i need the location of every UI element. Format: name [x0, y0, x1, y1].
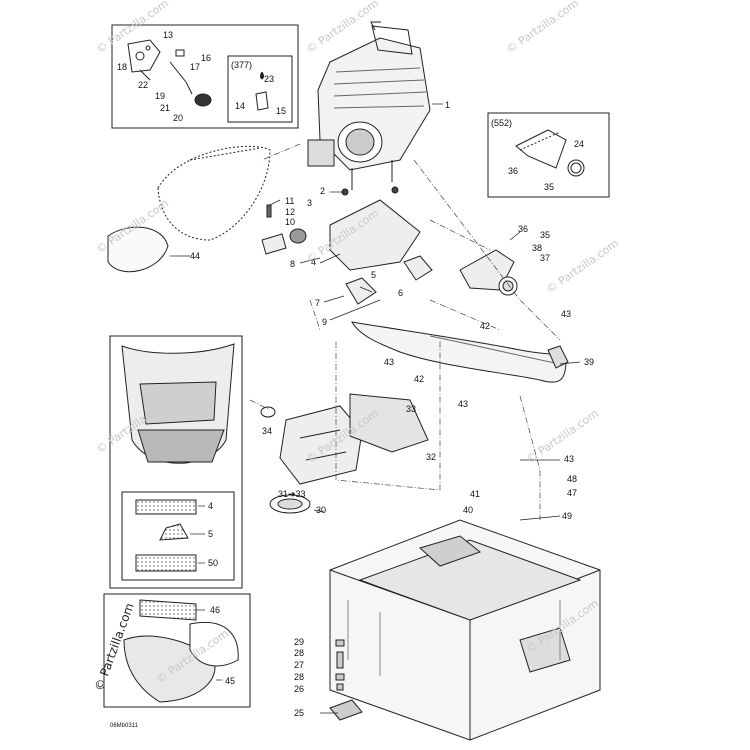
callout-5: 5: [371, 270, 377, 280]
callout-36: 36: [518, 224, 529, 234]
callout-1: 1: [445, 100, 451, 110]
callout-42-upper: 42: [480, 321, 491, 331]
inset-552-title: (552): [491, 118, 513, 128]
hood-illustration: [121, 343, 235, 464]
inset-box-hood: [109, 335, 243, 589]
callout-23: 23: [264, 74, 275, 84]
legend-swatch-5: [159, 523, 189, 541]
callout-30: 30: [316, 505, 327, 515]
callout-32: 32: [426, 452, 437, 462]
callout-35: 35: [540, 230, 551, 240]
callout-16: 16: [201, 53, 212, 63]
inset-552-rubber-mount: [515, 129, 585, 177]
inset-box-top-left: [111, 24, 299, 129]
callout-43-mid: 43: [384, 357, 395, 367]
callout-44: 44: [190, 251, 201, 261]
callout-18: 18: [117, 62, 128, 72]
inset-box-377: [227, 55, 293, 123]
callout-46: 46: [210, 605, 221, 615]
callout-43-right: 43: [564, 454, 575, 464]
callout-24: 24: [574, 139, 585, 149]
inset-377-part: [255, 71, 269, 111]
exhaust-rubber-mount: [459, 249, 518, 296]
callout-4: 4: [311, 257, 317, 267]
air-filter-pad: [107, 226, 169, 273]
callout-15: 15: [276, 106, 287, 116]
assembly-lines: [249, 143, 561, 520]
callout-37: 37: [540, 253, 551, 263]
belly-pan-parts: [123, 599, 239, 703]
callout-8: 8: [290, 259, 296, 269]
callout-7: 7: [315, 298, 321, 308]
callout-41: 41: [470, 489, 481, 499]
callout-22: 22: [138, 80, 149, 90]
inset-377-title: (377): [231, 60, 253, 70]
inset-box-bottom-left: [103, 593, 251, 708]
engine-mounts: [261, 186, 433, 305]
legend-label-5: 5: [208, 529, 214, 539]
callout-28-lower: 28: [294, 672, 305, 682]
drawing-code: 06Mb0311: [110, 723, 138, 729]
exhaust-spring-stack: [329, 639, 363, 721]
callout-11: 11: [285, 196, 295, 206]
callout-21: 21: [160, 103, 171, 113]
callout-10: 10: [285, 217, 296, 227]
callout-28-upper: 28: [294, 648, 305, 658]
callout-2: 2: [320, 186, 326, 196]
callout-48: 48: [567, 474, 578, 484]
callout-26: 26: [294, 684, 305, 694]
callout-3: 3: [307, 198, 313, 208]
inset-box-legend: [121, 491, 235, 581]
air-intake-silencer: [157, 145, 271, 241]
callout-9: 9: [322, 317, 328, 327]
callout-42-mid: 42: [414, 374, 425, 384]
callout-35-inset: 35: [544, 182, 555, 192]
callout-45: 45: [225, 676, 236, 686]
leader-lines: [170, 103, 581, 714]
legend-label-50: 50: [208, 558, 219, 568]
callout-19: 19: [155, 91, 166, 101]
callout-39: 39: [584, 357, 595, 367]
callout-17: 17: [190, 62, 201, 72]
engine-block: [307, 21, 431, 190]
legend-swatch-4: [135, 499, 197, 515]
callout-27: 27: [294, 660, 305, 670]
callout-12: 12: [285, 207, 296, 217]
inset-cable-bracket: [127, 39, 212, 107]
callout-38: 38: [532, 243, 543, 253]
muffler: [260, 393, 429, 514]
callout-29: 29: [294, 637, 305, 647]
callout-49: 49: [562, 511, 573, 521]
callout-40: 40: [463, 505, 474, 515]
callout-47: 47: [567, 488, 578, 498]
callout-6: 6: [398, 288, 404, 298]
callout-33: 33: [406, 404, 417, 414]
inset-box-552: [487, 112, 610, 198]
callout-25: 25: [294, 708, 305, 718]
callout-14: 14: [235, 101, 246, 111]
callout-43-lower: 43: [458, 399, 469, 409]
callout-31-33: 31➔33: [278, 489, 306, 499]
chassis-frame: [329, 519, 601, 741]
legend-label-4: 4: [208, 501, 214, 511]
callout-43-upper: 43: [561, 309, 572, 319]
callout-36-inset: 36: [508, 166, 519, 176]
callout-20: 20: [173, 113, 184, 123]
legend-swatch-50: [135, 554, 197, 572]
callout-34: 34: [262, 426, 273, 436]
tuned-pipe: [351, 321, 569, 383]
callout-13: 13: [163, 30, 174, 40]
